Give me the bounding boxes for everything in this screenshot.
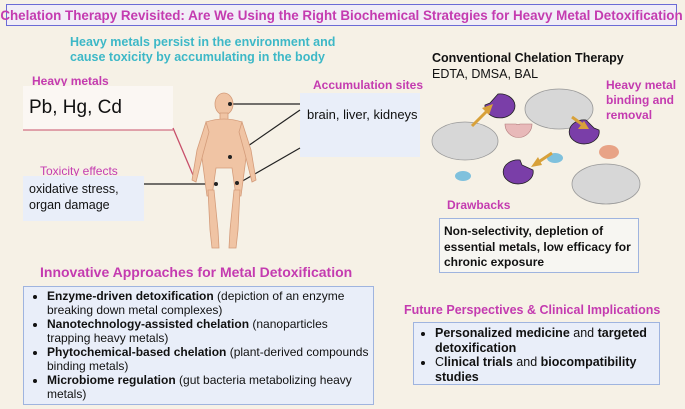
toxicity-box: oxidative stress, organ damage bbox=[23, 176, 144, 221]
toxicity-dot bbox=[214, 182, 218, 186]
conventional-title: Conventional Chelation Therapy bbox=[432, 51, 624, 65]
toxicity-label: Toxicity effects bbox=[40, 164, 118, 178]
heavy-metals-box: Pb, Hg, Cd bbox=[23, 86, 173, 130]
accumulation-label: Accumulation sites bbox=[313, 78, 424, 92]
heavy-metals-label: Heavy metals bbox=[32, 74, 109, 88]
human-body-icon bbox=[191, 92, 257, 249]
chelation-diagram-icon bbox=[431, 88, 641, 205]
future-box: Personalized medicine and targeted detox… bbox=[413, 322, 660, 385]
drawbacks-label: Drawbacks bbox=[447, 198, 511, 212]
list-item: Microbiome regulation (gut bacteria meta… bbox=[47, 373, 369, 401]
future-list: Personalized medicine and targeted detox… bbox=[422, 326, 657, 384]
subtitle: Heavy metals persist in the environment … bbox=[70, 35, 336, 64]
drawbacks-box: Non-selectivity, depletion of essential … bbox=[439, 218, 639, 273]
accumulation-box: brain, liver, kidneys bbox=[300, 93, 420, 157]
heavy-metals-value: Pb, Hg, Cd bbox=[29, 97, 122, 118]
list-item: Clinical trials and biocompatibility stu… bbox=[435, 355, 657, 384]
kidney-dot bbox=[235, 181, 239, 185]
list-item: Nanotechnology-assisted chelation (nanop… bbox=[47, 317, 369, 345]
drawbacks-text: Non-selectivity, depletion of essential … bbox=[444, 224, 631, 269]
kidney-connector-line bbox=[238, 147, 301, 184]
accumulation-value: brain, liver, kidneys bbox=[307, 107, 418, 122]
innovative-box: Enzyme-driven detoxification (depiction … bbox=[23, 286, 374, 405]
brain-dot bbox=[228, 102, 232, 106]
conventional-agents: EDTA, DMSA, BAL bbox=[432, 67, 539, 81]
binding-label: Heavy metal binding and removal bbox=[606, 78, 677, 122]
innovative-title: Innovative Approaches for Metal Detoxifi… bbox=[40, 264, 353, 280]
toxicity-value: oxidative stress, organ damage bbox=[29, 182, 119, 212]
metals-connector-line bbox=[172, 127, 194, 176]
future-title: Future Perspectives & Clinical Implicati… bbox=[404, 303, 661, 317]
page-title: Chelation Therapy Revisited: Are We Usin… bbox=[0, 4, 683, 26]
list-item: Personalized medicine and targeted detox… bbox=[435, 326, 657, 355]
liver-dot bbox=[228, 155, 232, 159]
innovative-list: Enzyme-driven detoxification (depiction … bbox=[34, 289, 369, 401]
list-item: Phytochemical-based chelation (plant-der… bbox=[47, 345, 369, 373]
list-item: Enzyme-driven detoxification (depiction … bbox=[47, 289, 369, 317]
